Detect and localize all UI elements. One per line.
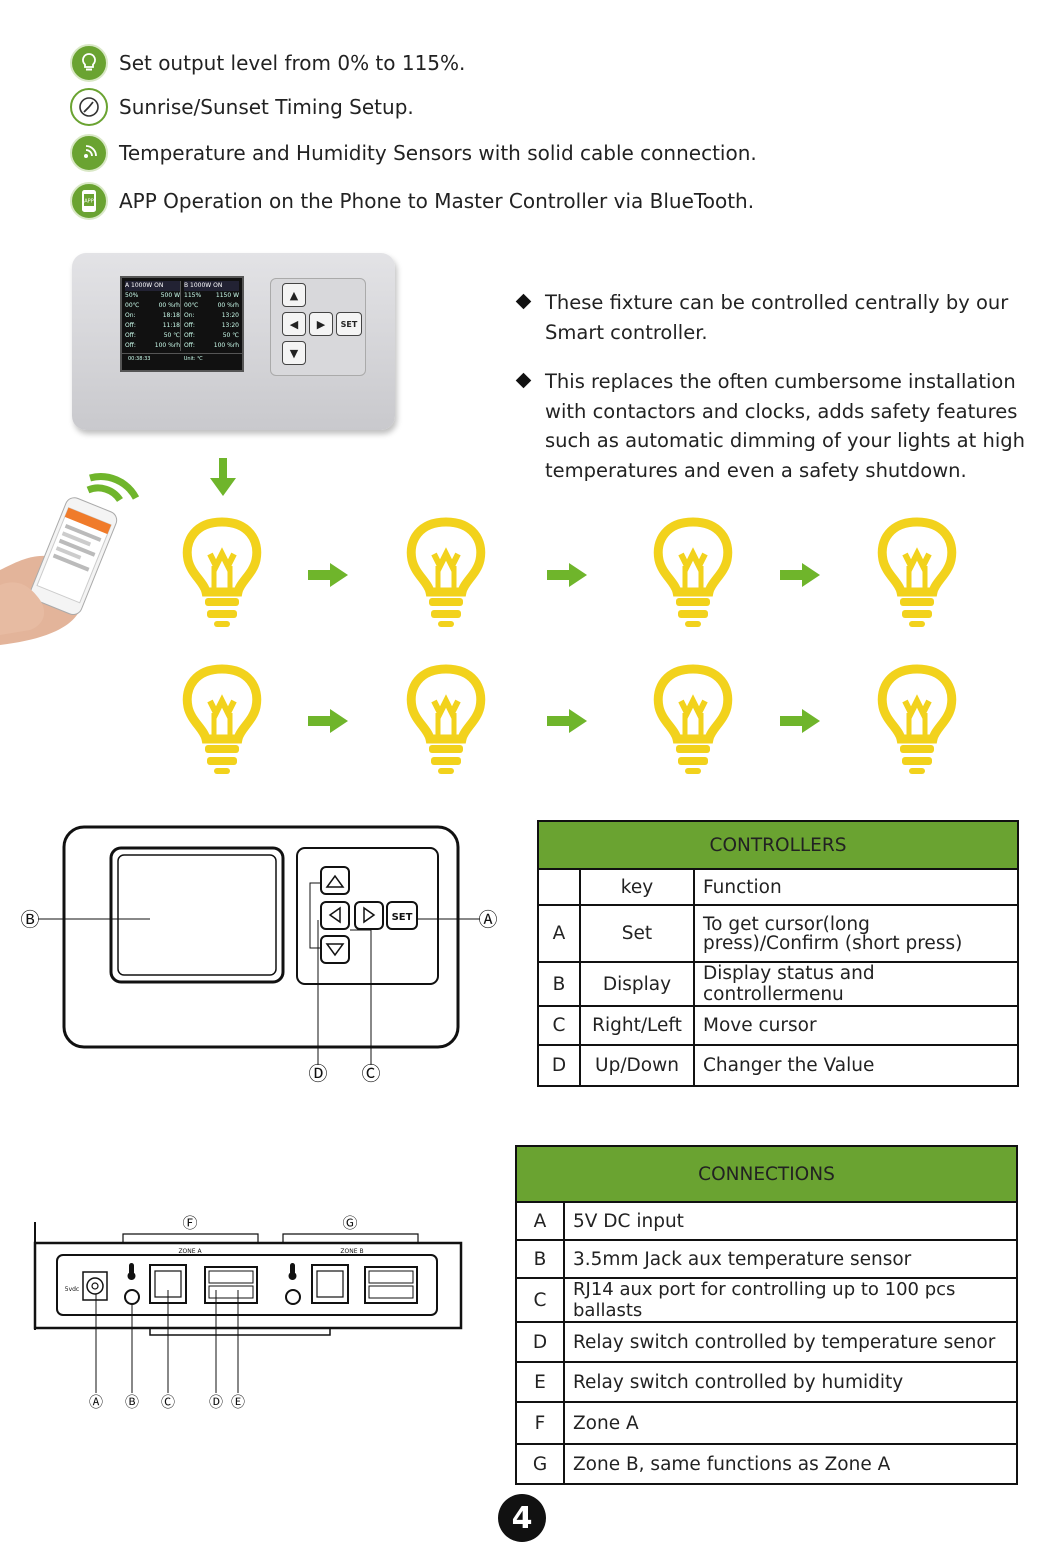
screen-left-header: A 1000W ON [125, 281, 180, 291]
connections-title: CONNECTIONS [515, 1145, 1018, 1203]
diamond-bullet-icon [515, 372, 532, 389]
label-c: Ⓒ [361, 1063, 380, 1085]
zone-b-label: ZONE B [340, 1248, 363, 1255]
power-label: 5vdc [65, 1286, 79, 1293]
arrow-right-icon [780, 709, 820, 733]
arrow-right-icon [547, 563, 587, 587]
bullet-item: This replaces the often cumbersome insta… [515, 367, 1038, 485]
label-a: Ⓐ [478, 909, 497, 931]
label-f: Ⓕ [182, 1214, 197, 1232]
bulb-chain-diagram [0, 505, 1062, 785]
right-button[interactable]: ▶ [309, 312, 333, 336]
feature-item: APP APP Operation on the Phone to Master… [70, 182, 754, 220]
label-d: Ⓓ [209, 1395, 223, 1411]
bulb-icon [658, 522, 728, 627]
page-number: 4 [498, 1494, 546, 1542]
feature-item: Set output level from 0% to 115%. [70, 44, 465, 82]
controllers-title: CONTROLLERS [537, 820, 1019, 870]
screen-footer-time: 00:38:33 [128, 356, 151, 362]
arrow-right-icon [308, 563, 348, 587]
col-key-header: key [579, 868, 695, 906]
bulb-icon [411, 522, 481, 627]
label-g: Ⓖ [342, 1214, 357, 1232]
table-row: C Right/Left Move cursor [537, 1005, 1019, 1046]
phone-in-hand-image [0, 497, 118, 645]
label-d: Ⓓ [308, 1063, 327, 1085]
controllers-table: CONTROLLERS key Function A Set To get cu… [537, 820, 1019, 1087]
bulb-icon [187, 669, 257, 774]
screen-right-header: B 1000W ON [184, 281, 239, 291]
wifi-icon [86, 473, 140, 503]
label-b: Ⓑ [125, 1395, 139, 1411]
zone-a-label: ZONE A [178, 1248, 202, 1255]
col-function-header: Function [693, 868, 1019, 906]
feature-text: Sunrise/Sunset Timing Setup. [119, 95, 414, 119]
diamond-bullet-icon [515, 293, 532, 310]
phone-app-icon: APP [70, 182, 108, 220]
arrow-right-icon [547, 709, 587, 733]
screen-footer-unit: Unit: ℃ [183, 356, 203, 362]
bulb-icon [882, 522, 952, 627]
controller-line-diagram: SET Ⓑ Ⓐ Ⓓ Ⓒ [20, 825, 498, 1085]
left-button[interactable]: ◀ [282, 312, 306, 336]
set-key-label: SET [392, 912, 413, 923]
svg-text:APP: APP [84, 199, 93, 205]
table-row: A Set To get cursor(long press)/Confirm … [537, 904, 1019, 963]
bulb-icon [187, 522, 257, 627]
bulb-icon [658, 669, 728, 774]
arrow-right-icon [780, 563, 820, 587]
feature-item: Temperature and Humidity Sensors with so… [70, 134, 757, 172]
table-row: B Display Display status and controllerm… [537, 961, 1019, 1007]
feature-text: Set output level from 0% to 115%. [119, 51, 466, 75]
set-button[interactable]: SET [336, 312, 362, 336]
up-button[interactable]: ▲ [282, 283, 306, 307]
down-button[interactable]: ▼ [282, 341, 306, 365]
down-arrow-icon [210, 458, 236, 496]
label-c: Ⓒ [161, 1395, 175, 1411]
feature-text: APP Operation on the Phone to Master Con… [119, 189, 755, 213]
feature-item: Sunrise/Sunset Timing Setup. [70, 88, 414, 126]
table-row: D Up/Down Changer the Value [537, 1044, 1019, 1087]
back-panel-diagram: Ⓕ Ⓖ ZONE A ZONE B 5vdc Ⓐ Ⓑ Ⓒ Ⓓ Ⓔ [33, 1214, 463, 1411]
arrow-right-icon [308, 709, 348, 733]
bullet-item: These fixture can be controlled centrall… [515, 288, 1038, 347]
sensor-icon [70, 134, 108, 172]
bulb-icon [411, 669, 481, 774]
feature-text: Temperature and Humidity Sensors with so… [119, 141, 757, 165]
label-b: Ⓑ [20, 909, 39, 931]
label-e: Ⓔ [231, 1395, 245, 1411]
lightbulb-icon [70, 44, 108, 82]
clock-icon [70, 88, 108, 126]
label-a: Ⓐ [89, 1395, 103, 1411]
bulb-icon [882, 669, 952, 774]
